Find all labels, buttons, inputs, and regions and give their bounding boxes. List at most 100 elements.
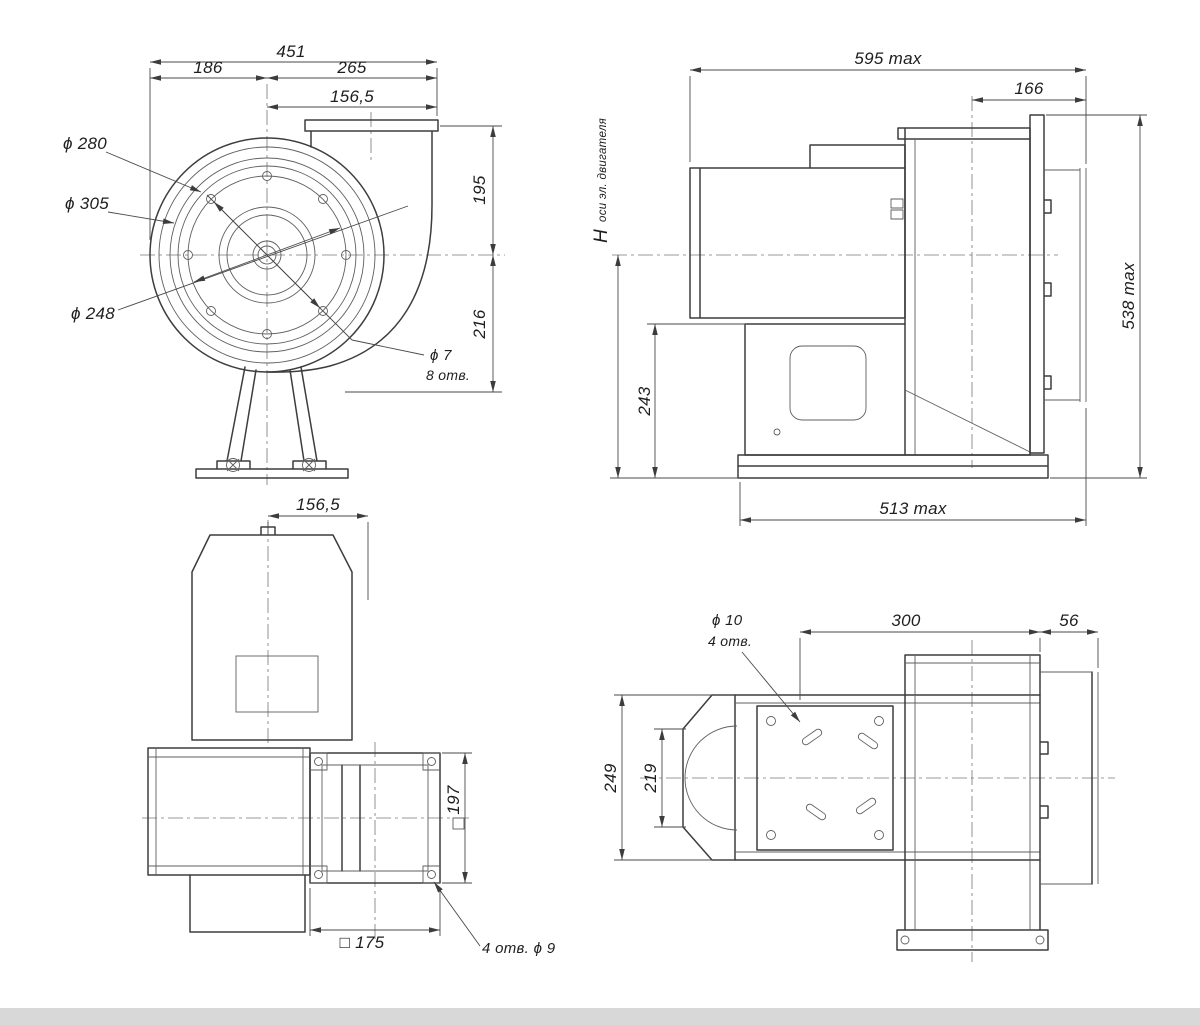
motor-axis-text: оси эл. двигателя [597, 118, 609, 222]
pedestal-drain-hole [773, 428, 781, 436]
diameter-line-248 [117, 205, 409, 311]
plate-slot [805, 803, 827, 821]
plate-slot [857, 732, 879, 750]
dim-166-label: 166 [1014, 79, 1044, 98]
hub-circle-outer [218, 206, 316, 304]
front-view: 451 186 265 156,5 ϕ 280 ϕ 305 ϕ 248 195 … [63, 42, 505, 485]
dim-195-label: 195 [470, 175, 489, 205]
flange-hole [427, 870, 436, 879]
front-centerlines [140, 84, 505, 485]
bolt-hole [318, 194, 328, 204]
motor-end-bell-arc [684, 725, 738, 831]
base-bolt-hole [1035, 935, 1045, 945]
arrow-248-right [266, 227, 341, 256]
dim-156-5-label: 156,5 [330, 87, 374, 106]
side-extension-lines [610, 76, 1147, 526]
motor-plan [191, 526, 353, 741]
volute-and-outlet [266, 119, 439, 373]
casing-underside [896, 654, 1049, 951]
frame-underside-rails [735, 702, 1040, 853]
base-bolt-hole [900, 935, 910, 945]
inlet-collar-side [1044, 168, 1087, 402]
inlet-collar-underside-inner [1040, 671, 1099, 885]
dim-538-label: 538 max [1119, 262, 1138, 330]
flange-hole [427, 757, 436, 766]
arrow-7-upper [213, 201, 268, 256]
flange-hole [314, 757, 323, 766]
bolt-hole [318, 306, 328, 316]
plan-centerlines [142, 520, 470, 940]
plate-hole [766, 830, 776, 840]
pedestal-opening [789, 345, 867, 421]
dia-248-label: ϕ 248 [71, 304, 115, 323]
pedestal [744, 323, 906, 456]
bolt-hole [262, 171, 272, 181]
motor-axis-height-label: H оси эл. двигателя [591, 118, 612, 243]
hole-count-8-label: 8 отв. [426, 367, 470, 383]
dim-219-label: 219 [641, 763, 660, 794]
frame-underside [734, 694, 1041, 861]
motor-underside [682, 694, 736, 861]
casing-circle-2 [158, 146, 376, 364]
dim-249-label: 249 [601, 763, 620, 794]
bolt-hole [206, 194, 216, 204]
side-centerlines [612, 96, 1058, 468]
shaft-circle-outer [252, 240, 282, 270]
bolt-symbol-cross [226, 458, 316, 472]
leader-holes-7 [351, 339, 425, 356]
hole-dia-10-label: ϕ 10 [712, 612, 743, 629]
base-plate-side [737, 454, 1049, 479]
inlet-circle-280 [177, 165, 357, 345]
motor-axis-symbol: H [591, 229, 612, 243]
bolt-holes-8 [183, 171, 351, 339]
side-view: 595 max 166 H оси эл. двигателя 243 538 … [591, 49, 1147, 526]
hole-count-4-label: 4 отв. [708, 633, 752, 649]
hole-dia-7-label: ϕ 7 [430, 347, 452, 364]
bolt-symbol-circle [226, 458, 240, 472]
leader-dia-305 [107, 211, 175, 224]
leader-dia-280 [105, 151, 202, 193]
dim-513-label: 513 max [879, 499, 947, 518]
underside-extension-lines [614, 638, 1099, 861]
mounting-plate-holes [766, 716, 884, 840]
plate-hole [874, 716, 884, 726]
plate-hole [874, 830, 884, 840]
shaft-circle-inner [257, 245, 277, 265]
motor-plan-detail [235, 655, 319, 713]
arrow-7-lower [266, 254, 321, 309]
leader-flange-holes [433, 881, 481, 947]
front-extension-lines [149, 68, 502, 393]
dim-216-label: 216 [470, 309, 489, 340]
dim-451-label: 451 [276, 42, 305, 61]
plate-slot [801, 728, 823, 746]
plan-extension-lines [267, 522, 472, 936]
dim-186-label: 186 [193, 58, 223, 77]
casing-side [897, 127, 1031, 456]
square-symbol [452, 817, 465, 830]
arrow-248-left [193, 254, 268, 283]
page-bottom-bar [0, 1008, 1200, 1025]
bolt-hole [262, 329, 272, 339]
dim-300-label: 300 [891, 611, 921, 630]
frame-plan [147, 747, 311, 876]
plate-slot [855, 797, 877, 815]
motor-body [689, 144, 906, 319]
outlet-flange-holes [314, 757, 436, 879]
plan-view: 156,5 197 □ 175 4 отв. ϕ 9 [142, 495, 555, 957]
dim-56-label: 56 [1059, 611, 1079, 630]
dia-280-label: ϕ 280 [63, 134, 107, 153]
dim-175-label: □ 175 [340, 933, 385, 952]
support-legs [195, 366, 349, 479]
outlet-flange-inner [310, 752, 440, 884]
flange-hole [314, 870, 323, 879]
underside-centerlines [640, 640, 1115, 962]
casing-back-plate [1029, 114, 1052, 454]
underside-view: ϕ 10 4 отв. 300 56 249 219 [601, 611, 1115, 962]
dia-305-label: ϕ 305 [65, 194, 109, 213]
dim-197-label: 197 [444, 785, 463, 815]
bolt-hole [341, 250, 351, 260]
dim-156-5-plan-label: 156,5 [296, 495, 340, 514]
leader-holes-10 [741, 651, 801, 723]
